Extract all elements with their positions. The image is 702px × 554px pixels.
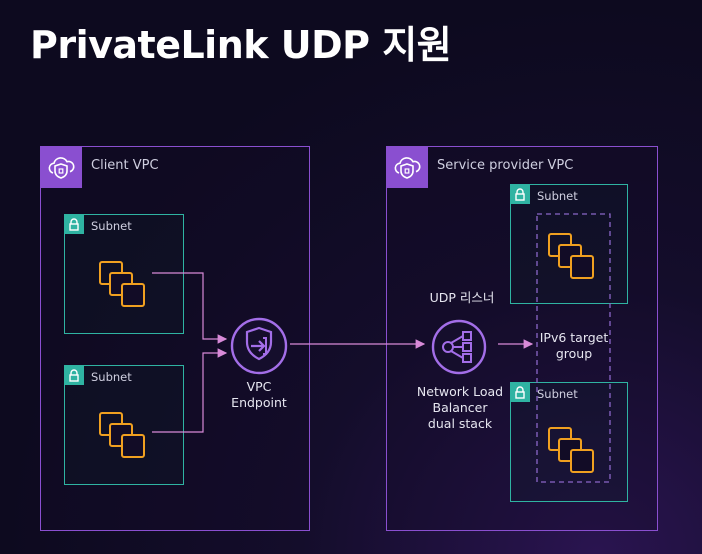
ec2-instances-icon bbox=[99, 261, 145, 307]
page-title: PrivateLink UDP 지원 bbox=[30, 23, 452, 67]
ec2-instances-icon bbox=[548, 233, 594, 279]
network-load-balancer-icon bbox=[431, 319, 487, 375]
nlb-label-line3: dual stack bbox=[427, 416, 493, 431]
subnet-label: Subnet bbox=[91, 219, 132, 233]
lock-icon bbox=[64, 214, 84, 234]
cloud-shield-icon bbox=[40, 146, 82, 188]
vpc-endpoint-icon bbox=[230, 317, 288, 375]
arrow-subnet1-to-endpoint bbox=[152, 272, 228, 344]
client-vpc-label: Client VPC bbox=[91, 158, 159, 173]
ec2-instances-icon bbox=[548, 427, 594, 473]
arrow-subnet2-to-endpoint bbox=[152, 348, 228, 433]
nlb-label: Network Load Balancer dual stack bbox=[402, 384, 518, 432]
lock-icon bbox=[510, 382, 530, 402]
nlb-label-line2: Balancer bbox=[432, 400, 488, 415]
lock-icon bbox=[64, 365, 84, 385]
subnet-label: Subnet bbox=[537, 189, 578, 203]
target-group-label-line1: IPv6 target bbox=[539, 330, 609, 345]
udp-listener-label: UDP 리스너 bbox=[429, 290, 495, 305]
ipv6-target-group-box bbox=[536, 213, 611, 483]
nlb-label-line1: Network Load bbox=[416, 384, 504, 399]
cloud-shield-icon bbox=[386, 146, 428, 188]
client-subnet-1: Subnet bbox=[64, 214, 184, 334]
ec2-instances-icon bbox=[99, 412, 145, 458]
lock-icon bbox=[510, 184, 530, 204]
subnet-label: Subnet bbox=[91, 370, 132, 384]
vpc-endpoint-label-line1: VPC bbox=[246, 379, 272, 394]
subnet-label: Subnet bbox=[537, 387, 578, 401]
target-group-label: IPv6 target group bbox=[532, 330, 616, 362]
service-provider-vpc: Service provider VPC bbox=[386, 146, 658, 531]
service-vpc-label: Service provider VPC bbox=[437, 158, 574, 173]
target-group-label-line2: group bbox=[555, 346, 593, 361]
vpc-endpoint-label: VPC Endpoint bbox=[222, 379, 296, 411]
vpc-endpoint-label-line2: Endpoint bbox=[231, 395, 287, 410]
